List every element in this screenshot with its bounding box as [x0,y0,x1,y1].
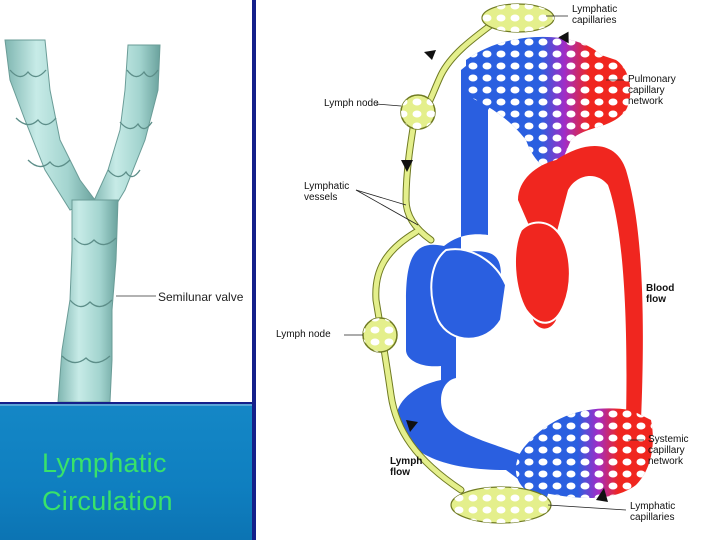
lymph-flow-label: Lymph flow [390,456,423,478]
slide-title: Lymphatic Circulation [42,448,173,516]
lymphatic-vessels-label: Lymphatic vessels [304,181,350,203]
title-box: Lymphatic Circulation [0,404,252,540]
semilunar-valve-label: Semilunar valve [158,290,244,304]
lymph-vessel-valve-illustration: Semilunar valve [0,0,252,403]
lymphatic-capillaries-top-label: Lymphatic capillaries [572,4,618,26]
lymph-node-bottom-label: Lymph node [276,329,331,340]
arterial-circuit [518,146,643,421]
left-heart [513,221,571,324]
pulmonary-capillary-network-label: Pulmonary capillary network [628,74,676,107]
circulation-diagram: Lymphatic capillaries Pulmonary capillar… [256,0,720,540]
flow-arrows [401,31,608,502]
lymph-node-bottom [362,317,398,353]
pulmonary-mesh [466,36,631,175]
top-lymph-capillaries [481,3,555,33]
valve-vessel-drawing [4,39,161,403]
systemic-capillary-network-label: Systemic capillary network [648,434,689,467]
right-heart [430,248,508,340]
label-leaders [344,15,644,511]
systemic-mesh [515,408,653,498]
circulation-drawing [344,3,653,524]
lymphatic-capillaries-bottom-label: Lymphatic capillaries [630,501,676,523]
left-panel: Semilunar valve Lymphatic Circulation [0,0,256,540]
lymph-node-top-label: Lymph node [324,98,379,109]
blood-flow-label: Blood flow [646,283,675,305]
lymph-node-top [400,94,436,130]
bottom-lymph-capillaries [450,486,552,524]
